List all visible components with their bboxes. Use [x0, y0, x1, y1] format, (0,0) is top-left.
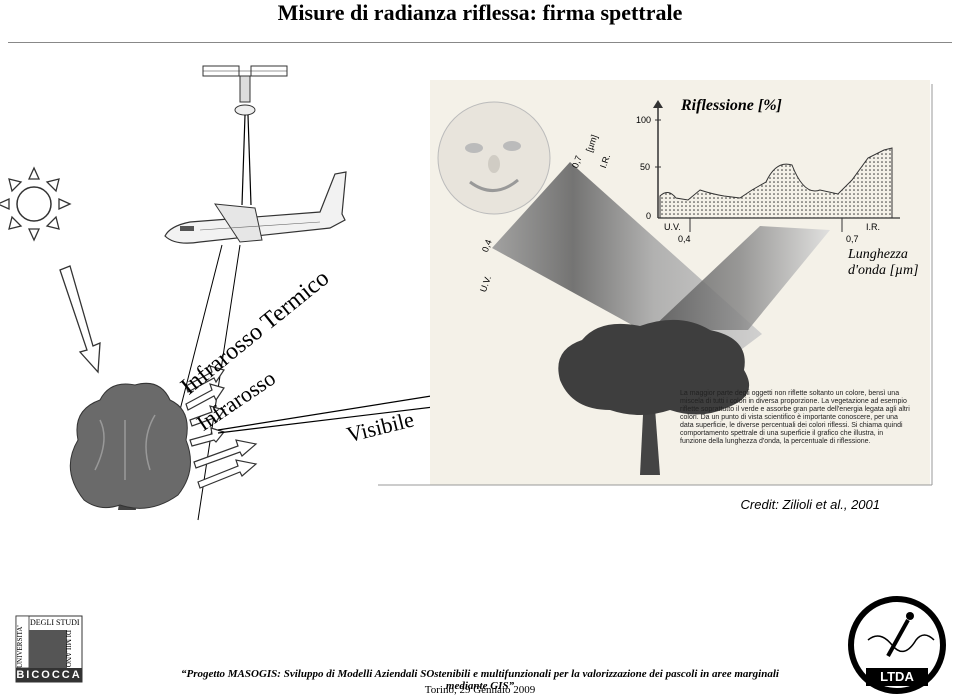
page-title: Misure di radianza riflessa: firma spett… — [277, 0, 683, 25]
tree-right-icon — [558, 319, 750, 475]
x-tick-07: 0,7 — [846, 234, 859, 244]
chart-title: Riflessione [%] — [681, 97, 782, 114]
sun-face-icon — [437, 101, 551, 215]
y-tick-100: 100 — [636, 115, 652, 125]
logo-word: BICOCCA — [16, 669, 82, 681]
title-divider — [8, 42, 952, 43]
footer-date: Torino, 29 Gennaio 2009 — [424, 684, 536, 696]
university-logo — [15, 615, 83, 683]
logo-line-3: DI MILANO — [64, 630, 72, 668]
band-uv-label: U.V. — [664, 222, 681, 232]
ltda-logo-text: LTDA — [880, 669, 914, 684]
logo-line-2: DEGLI STUDI — [30, 618, 80, 627]
logo-line-1: UNIVERSITA' — [16, 625, 24, 668]
reflected-beam — [650, 226, 830, 330]
airplane-icon — [164, 171, 347, 244]
chart-xlabel: Lunghezza d'onda [µm] — [848, 247, 919, 278]
incoming-radiation-arrow — [59, 265, 101, 374]
credit-text: Credit: Zilioli et al., 2001 — [740, 497, 880, 512]
y-tick-0: 0 — [646, 211, 652, 221]
tree-left-icon — [69, 382, 191, 510]
explanation-paragraph: La maggior parte degli oggetti non rifle… — [680, 390, 910, 445]
ltda-logo — [848, 596, 946, 694]
reflected-arrows — [185, 365, 258, 489]
band-ir-label: I.R. — [866, 222, 881, 232]
sun-icon — [0, 166, 72, 242]
spectral-signature-chart — [653, 100, 900, 232]
footer-project: “Progetto MASOGIS: Sviluppo di Modelli A… — [181, 668, 779, 692]
y-tick-50: 50 — [640, 162, 651, 172]
satellite-icon — [202, 65, 288, 116]
x-tick-04: 0,4 — [678, 234, 691, 244]
